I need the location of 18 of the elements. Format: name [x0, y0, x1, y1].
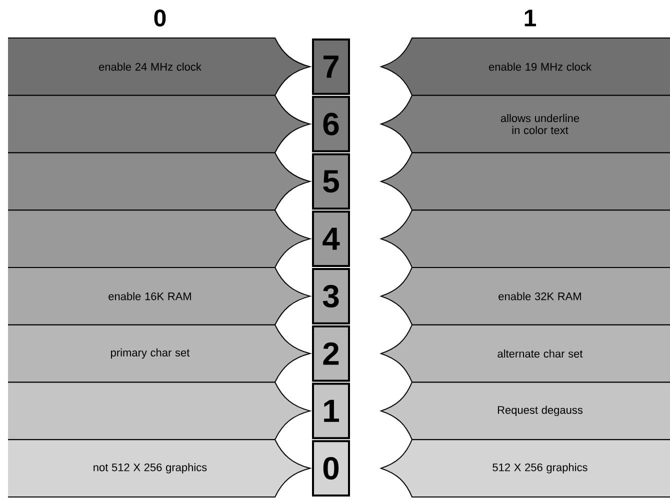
bit-band — [380, 210, 670, 268]
bit-number-box: 3 — [312, 268, 350, 324]
bit-band: 512 X 256 graphics — [380, 439, 670, 498]
bit-number-box: 4 — [312, 210, 350, 267]
bit-band — [380, 152, 670, 211]
bit-band: enable 19 MHz clock — [380, 38, 670, 96]
bit-band: allows underline in color text — [380, 94, 670, 154]
bit-number-box: 6 — [312, 96, 350, 152]
bit-number-box: 7 — [312, 38, 350, 95]
bit-number-box: 1 — [312, 382, 350, 440]
bit-band: enable 32K RAM — [380, 267, 670, 326]
column-header: 1 — [524, 10, 536, 26]
bit-band: Request degauss — [380, 382, 670, 440]
bit-number-box: 5 — [312, 153, 350, 210]
column-header: 0 — [154, 10, 166, 26]
bit-band: alternate char set — [380, 324, 670, 383]
bit-number-box: 2 — [312, 325, 350, 382]
bit-number-box: 0 — [312, 440, 350, 496]
